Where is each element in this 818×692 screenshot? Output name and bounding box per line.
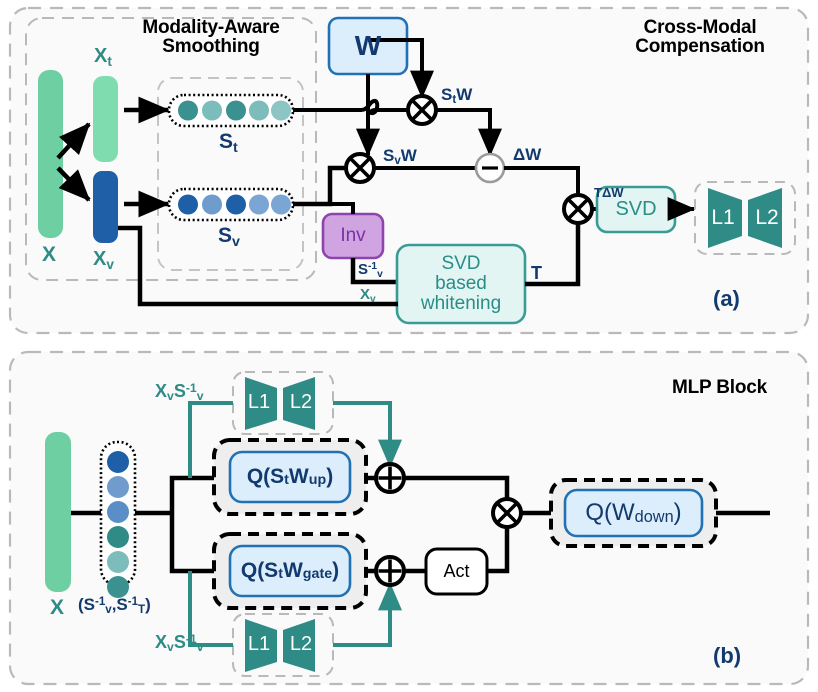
st-dot <box>178 100 198 121</box>
label-st: St <box>219 130 238 156</box>
s-pair-dot <box>107 476 129 498</box>
l1-trapezoid-bottom <box>245 619 277 672</box>
l1-label-b-top: L1 <box>247 390 271 413</box>
smoothing-vectors-group <box>157 77 304 271</box>
s-pair-dot <box>107 501 129 523</box>
teal-wire-top-in <box>188 401 233 478</box>
label-delta-w: ΔW <box>513 145 542 164</box>
s-pair-dot <box>107 576 129 598</box>
teal-wire-bottom-in <box>188 571 233 647</box>
l1-trapezoid-top <box>245 377 277 430</box>
sv-dot <box>226 194 246 215</box>
svd-box-label: SVD <box>615 198 657 220</box>
s-pair-dot <box>107 526 129 548</box>
xt-bar <box>93 76 118 162</box>
sv-dot <box>271 194 291 215</box>
s-pair-dot <box>107 551 129 573</box>
wire-sv-out <box>293 165 346 207</box>
label-s-inv-v: S-1v <box>358 261 383 280</box>
teal-wire-top-out <box>333 401 402 468</box>
label-t-delta-w: TΔW <box>594 185 624 200</box>
label-sv: Sv <box>218 224 240 250</box>
l2-trapezoid <box>748 188 782 248</box>
label-stw: StW <box>441 85 473 107</box>
label-xv-wire: Xv <box>360 286 376 305</box>
wire-w-to-multtop <box>368 38 434 99</box>
label-xv-sinv-bottom: XvS-1v <box>155 631 204 655</box>
wire-inv-out <box>350 258 398 285</box>
l2-trapezoid-top <box>283 377 315 430</box>
q-st-wup-inner <box>228 450 352 504</box>
l2-label-b-top: L2 <box>289 390 313 413</box>
wire-sv-to-inv <box>330 202 355 214</box>
wire-xv-long <box>118 225 398 307</box>
panel-a-caption: (a) <box>713 286 740 311</box>
arrow-x-to-xv <box>56 166 91 202</box>
modality-aware-smoothing-title: Modality-Aware Smoothing <box>142 17 280 57</box>
label-x-a: X <box>42 243 57 266</box>
label-xt: Xt <box>94 45 112 69</box>
l1-label-a: L1 <box>711 205 735 229</box>
l2-trapezoid-bottom <box>283 619 315 672</box>
w-box-label: W <box>354 30 382 62</box>
inv-box-label: Inv <box>340 225 366 247</box>
sv-dot <box>202 194 222 215</box>
q-wdown-inner <box>563 488 704 538</box>
wire-deltaw <box>504 166 580 196</box>
modality-aware-smoothing-group <box>25 17 317 281</box>
lora-group-b-bottom <box>232 613 334 677</box>
st-dot <box>271 100 291 121</box>
arrow-x-to-xt <box>56 122 91 160</box>
teal-wire-bottom-out <box>333 582 402 647</box>
sv-dot <box>178 194 198 215</box>
x-bar <box>38 70 63 238</box>
wire-stw-to-sub <box>436 108 502 157</box>
st-dot <box>249 100 269 121</box>
lora-group-a <box>694 181 796 255</box>
panel-b-border <box>8 350 810 686</box>
wire-addtop-to-mult <box>404 475 510 500</box>
label-xv-sinv-top: XvS-1v <box>155 380 204 404</box>
label-s-pair: (S-1v,S-1T) <box>78 595 151 617</box>
sv-dot <box>249 194 269 215</box>
l2-label-b-bottom: L2 <box>289 632 313 655</box>
cross-modal-compensation-title: Cross-Modal Compensation <box>635 17 765 57</box>
xb-bar <box>45 432 71 592</box>
st-dot <box>202 100 222 121</box>
svd-whitening-label: SVD based whitening <box>420 253 502 314</box>
q-st-wgate-inner <box>228 544 352 598</box>
wire-t-out <box>525 223 581 287</box>
lora-group-b-top <box>232 371 334 435</box>
label-x-b: X <box>50 596 65 619</box>
label-xv: Xv <box>93 248 114 272</box>
label-svw: SvW <box>383 146 417 168</box>
label-t: T <box>531 263 542 283</box>
l1-trapezoid <box>708 188 742 248</box>
panel-b-caption: (b) <box>713 643 742 668</box>
st-dot <box>226 100 246 121</box>
wire-split-down <box>169 513 216 574</box>
panel-a-border <box>8 6 810 335</box>
wire-split-up <box>169 475 216 513</box>
wire-act-to-mult <box>487 527 510 574</box>
mlp-block-title: MLP Block <box>672 377 767 398</box>
act-box-label: Act <box>443 561 470 582</box>
l1-label-b-bottom: L1 <box>247 632 271 655</box>
s-pair-dot <box>107 451 129 473</box>
l2-label-a: L2 <box>755 205 779 229</box>
xv-bar <box>93 171 118 243</box>
